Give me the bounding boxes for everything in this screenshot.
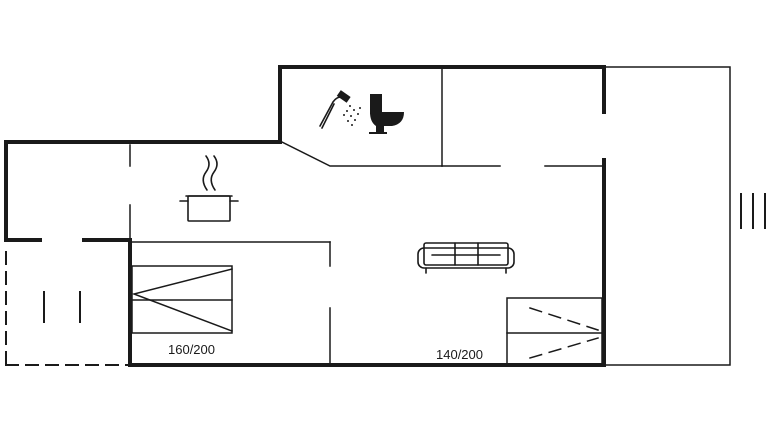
sofa-bed: 140/200 <box>436 297 603 366</box>
shower-icon <box>319 90 361 129</box>
double-bed-sheet-fold <box>131 268 233 332</box>
sofa-icon <box>417 242 515 274</box>
exterior-walls <box>4 65 606 367</box>
terrace-outline <box>603 66 731 366</box>
interior-walls <box>129 66 605 366</box>
sofa-bed-size-label: 140/200 <box>436 347 483 362</box>
cooking-pot-icon <box>179 155 239 222</box>
bathroom-angled-wall <box>280 140 443 167</box>
bathroom-top-wall <box>278 65 606 144</box>
stairs-icon <box>740 193 766 229</box>
terrace <box>603 66 731 366</box>
covered-entry <box>5 251 131 366</box>
west-north-wall <box>4 140 282 242</box>
toilet-icon <box>369 94 404 134</box>
double-bed-size-label: 160/200 <box>168 342 215 357</box>
sofa-bed-frame <box>506 297 603 366</box>
double-bed: 160/200 <box>131 265 233 357</box>
